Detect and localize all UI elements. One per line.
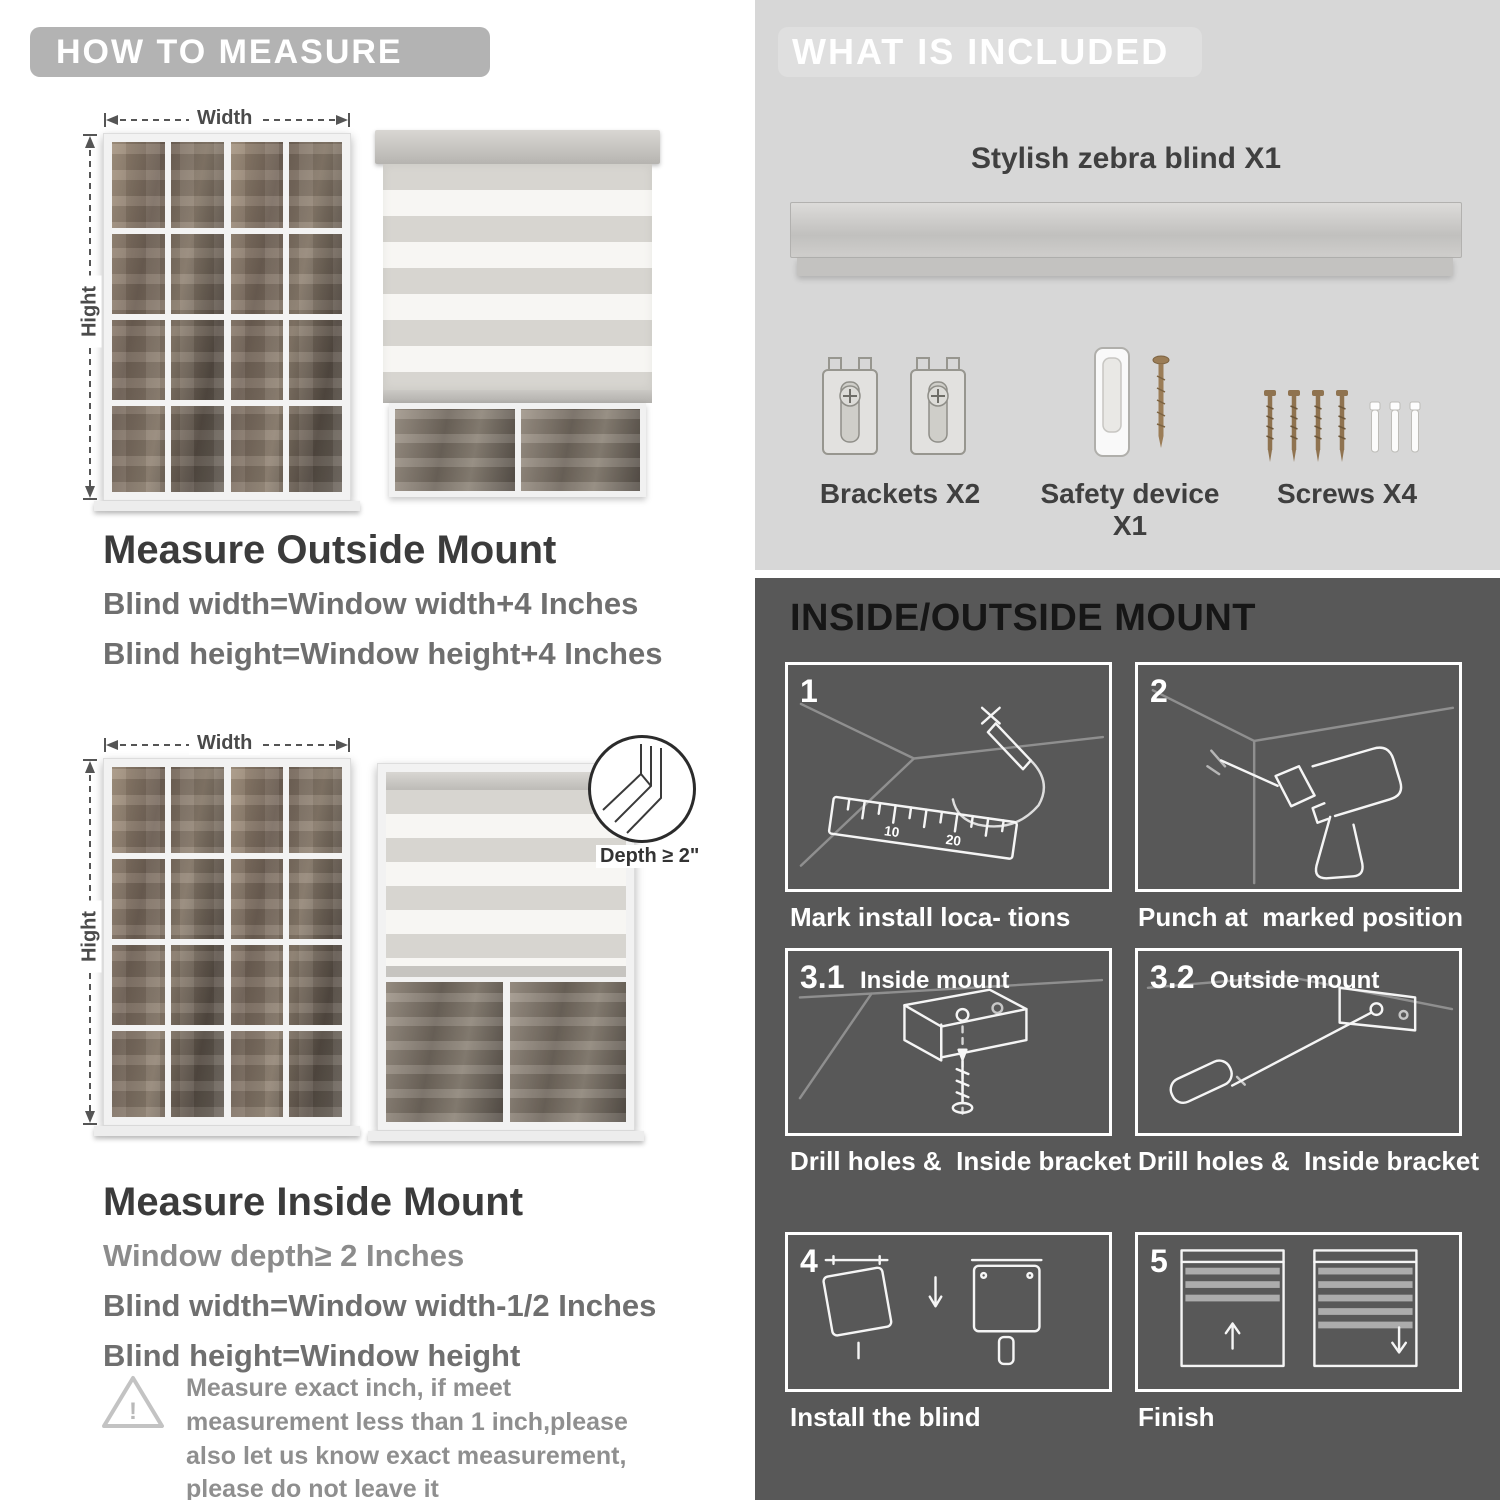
zebra-blind-outside-illustration (375, 130, 660, 505)
mount-panel (755, 578, 1500, 1500)
height-label: Hight (78, 275, 102, 348)
depth-label: Depth ≥ 2" (596, 845, 704, 868)
zebra-blind-headrail-lip (797, 258, 1453, 276)
ruler-mark: 10 (883, 823, 901, 840)
step-number: 1 (800, 673, 818, 709)
width-arrow-icon (104, 738, 350, 752)
zebra-blind-headrail-image (790, 202, 1462, 258)
width-label: Width (189, 107, 261, 130)
step-inner-label: Inside mount (860, 967, 1010, 994)
step-box-4: 4 (785, 1232, 1112, 1392)
blind-bottom-rail (383, 390, 652, 403)
outside-height-formula: Blind height=Window height+4 Inches (103, 636, 663, 671)
outside-mount-title: Measure Outside Mount (103, 528, 557, 572)
ruler-mark: 20 (945, 832, 963, 849)
blind-shade (383, 164, 652, 390)
step-2-art-drill (1151, 689, 1455, 885)
depth-detail-circle (588, 735, 696, 843)
window-glass (520, 409, 640, 491)
blind-cassette (375, 130, 660, 164)
step-caption-4: Install the blind (790, 1402, 981, 1432)
step-inner-label: Outside mount (1210, 967, 1380, 994)
step-number: 4 (800, 1243, 818, 1279)
step-caption-2: Punch at marked position (1138, 902, 1464, 932)
step-box-3-1: 3.1 Inside mount (785, 948, 1112, 1136)
step-number: 3.1 (800, 959, 845, 995)
step-5-art-finish (1180, 1249, 1418, 1368)
step-caption-3-1: Drill holes & Inside bracket (790, 1146, 1131, 1176)
included-blind-label: Stylish zebra blind X1 (970, 142, 1282, 175)
brackets-icon (822, 357, 966, 455)
blind-bottom-rail (386, 966, 626, 977)
inside-depth-formula: Window depth≥ 2 Inches (103, 1238, 465, 1273)
warning-icon (102, 1376, 164, 1428)
step-1-art-mark-locations: 10 20 (799, 702, 1105, 867)
width-arrow-icon (104, 113, 350, 127)
blind-cassette (386, 772, 626, 790)
window-corner-depth-icon (602, 744, 662, 834)
screws-label: Screws X4 (1276, 478, 1418, 509)
brackets-label: Brackets X2 (819, 478, 981, 509)
window-glass (395, 409, 515, 491)
window-illustration-inside (94, 758, 360, 1136)
window-sash (112, 142, 224, 492)
zebra-blind-inside-illustration (368, 763, 644, 1141)
step-number: 5 (1150, 1243, 1168, 1279)
step-box-3-2: 3.2 Outside mount (1135, 948, 1462, 1136)
screws-icon (1264, 390, 1421, 462)
inside-width-formula: Blind width=Window width-1/2 Inches (103, 1288, 657, 1323)
window-illustration-outside (94, 133, 360, 511)
width-label: Width (189, 732, 261, 755)
mount-header: INSIDE/OUTSIDE MOUNT (790, 597, 1257, 639)
included-panel (755, 0, 1500, 570)
how-to-measure-header: HOW TO MEASURE (30, 27, 490, 77)
step-number: 3.2 (1150, 959, 1195, 995)
step-4-art-install-blind (822, 1254, 1043, 1366)
step-3-1-art-inside-bracket (798, 978, 1104, 1117)
window-glass (509, 982, 626, 1122)
window-glass (386, 982, 503, 1122)
window-sash (230, 142, 342, 492)
blind-shade (386, 790, 626, 966)
step-number: 2 (1150, 673, 1168, 709)
inside-height-formula: Blind height=Window height (103, 1338, 521, 1373)
step-caption-3-2: Drill holes & Inside bracket (1138, 1146, 1479, 1176)
step-3-2-art-outside-bracket (1146, 974, 1454, 1104)
what-is-included-header: WHAT IS INCLUDED (778, 27, 1202, 77)
measure-note: Measure exact inch, if meet measurement … (186, 1374, 628, 1500)
warning-exclamation: ! (129, 1398, 137, 1425)
step-caption-5: Finish (1138, 1402, 1215, 1432)
safety-device-icon (1094, 347, 1170, 457)
window-sash (230, 767, 342, 1117)
step-box-5: 5 (1135, 1232, 1462, 1392)
inside-mount-title: Measure Inside Mount (103, 1180, 524, 1224)
step-box-1: 10 20 1 (785, 662, 1112, 892)
outside-width-formula: Blind width=Window width+4 Inches (103, 586, 639, 621)
step-caption-1: Mark install loca- tions (790, 902, 1071, 932)
window-behind-blind (389, 403, 646, 497)
step-box-2: 2 (1135, 662, 1462, 892)
window-glass-row (386, 982, 626, 1122)
window-sash (112, 767, 224, 1117)
safety-device-label: Safety device X1 (1040, 478, 1220, 541)
height-label: Hight (78, 900, 102, 973)
